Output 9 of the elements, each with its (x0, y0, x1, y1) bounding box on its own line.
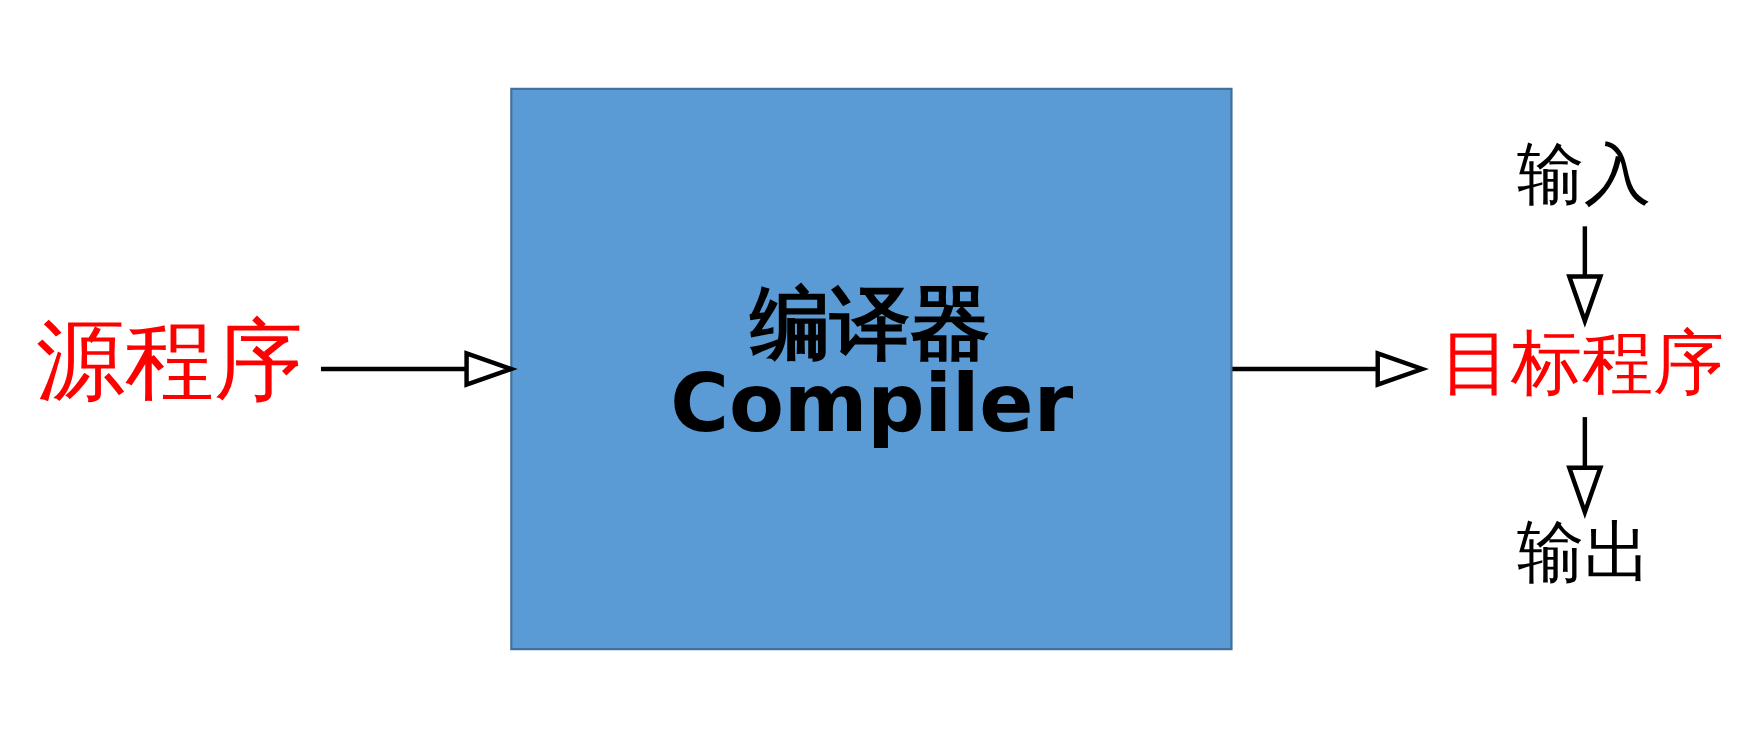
node-text: 输入 (1516, 134, 1651, 213)
node-box: 编译器 Compiler (509, 87, 1233, 650)
node-text: 源程序 (35, 307, 303, 412)
arrow (1231, 349, 1429, 388)
node-text: 目标程序 (1439, 320, 1724, 404)
node-text: 输出 (1516, 512, 1651, 591)
arrow (320, 349, 518, 388)
arrow (1565, 416, 1604, 519)
arrow (1565, 225, 1604, 328)
